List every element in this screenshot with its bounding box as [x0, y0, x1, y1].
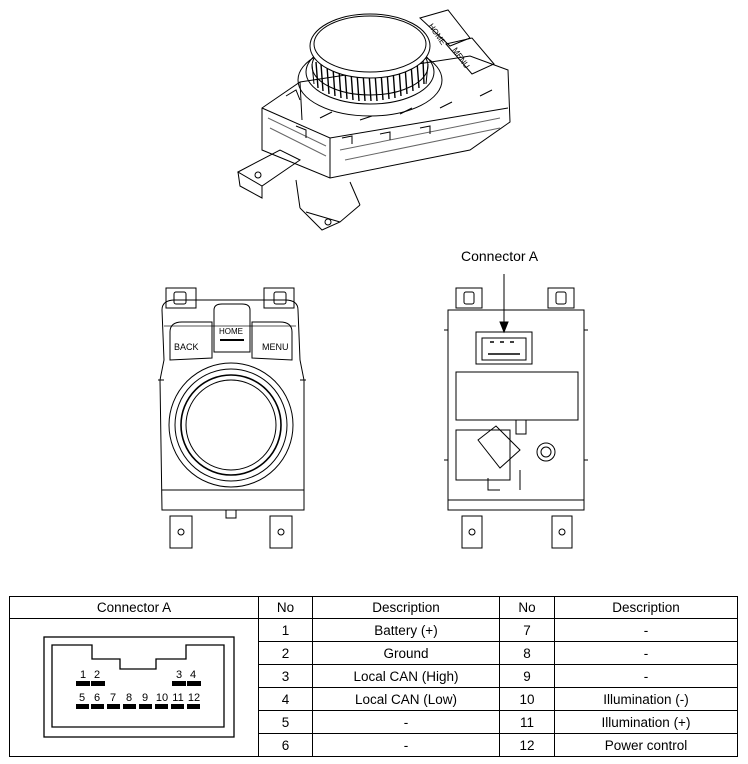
pin-label-4: 4 — [190, 669, 196, 681]
pin-4 — [187, 681, 201, 687]
pin-label-11: 11 — [172, 692, 183, 704]
pin-label-10: 10 — [156, 692, 168, 704]
pin-no-left: 2 — [258, 641, 313, 666]
pin-desc-left: Local CAN (High) — [312, 664, 500, 689]
header-connector: Connector A — [9, 595, 259, 620]
header-description-right: Description — [554, 595, 738, 620]
pin-desc-right: - — [554, 664, 738, 689]
connector-a-diagram-cell: 1 2 3 4 5 6 7 8 9 10 11 12 — [9, 618, 259, 758]
pin-7 — [107, 704, 120, 710]
pin-12 — [187, 704, 200, 710]
pin-desc-right: Power control — [554, 733, 738, 758]
connector-a-diagram: 1 2 3 4 5 6 7 8 9 10 11 12 — [43, 636, 235, 738]
pin-label-9: 9 — [142, 692, 148, 704]
table-row: 5 - 11 Illumination (+) — [10, 710, 738, 735]
table-row: 1 2 3 4 5 6 7 8 9 10 11 12 — [9, 618, 738, 758]
pin-desc-right: Illumination (-) — [554, 687, 738, 712]
pin-label-1: 1 — [80, 669, 86, 681]
pin-desc-right: - — [554, 641, 738, 666]
pin-8 — [123, 704, 136, 710]
pin-no-right: 11 — [499, 710, 555, 735]
pin-no-left: 6 — [258, 733, 313, 758]
pin-label-12: 12 — [188, 692, 200, 704]
connector-pin-table: Connector A No Description No Descriptio… — [9, 595, 738, 758]
pin-label-6: 6 — [94, 692, 100, 704]
header-no-right: No — [499, 595, 555, 620]
front-home-label: HOME — [219, 327, 243, 336]
pin-desc-left: Ground — [312, 641, 500, 666]
unit-drawings: HOME MENU BACK HOME MENU — [158, 9, 588, 549]
pin-no-right: 12 — [499, 733, 555, 758]
pin-6 — [91, 704, 104, 710]
table-row: 3 Local CAN (High) 9 - — [10, 664, 738, 689]
table-header-row: Connector A No Description No Descriptio… — [9, 595, 738, 620]
pin-label-2: 2 — [94, 669, 100, 681]
pin-no-left: 3 — [258, 664, 313, 689]
pin-10 — [155, 704, 168, 710]
pin-desc-right: Illumination (+) — [554, 710, 738, 735]
pin-desc-left: - — [312, 733, 500, 758]
pin-5 — [76, 704, 89, 710]
pin-desc-right: - — [554, 618, 738, 643]
pin-desc-left: - — [312, 710, 500, 735]
table-row: 4 Local CAN (Low) 10 Illumination (-) — [10, 687, 738, 712]
pin-no-right: 8 — [499, 641, 555, 666]
header-no-left: No — [258, 595, 313, 620]
pin-no-left: 1 — [258, 618, 313, 643]
pin-2 — [91, 681, 105, 687]
pin-label-5: 5 — [79, 692, 85, 704]
pin-label-7: 7 — [110, 692, 116, 704]
pin-desc-left: Local CAN (Low) — [312, 687, 500, 712]
pin-no-right: 9 — [499, 664, 555, 689]
pin-no-right: 7 — [499, 618, 555, 643]
front-back-label: BACK — [174, 342, 199, 352]
pin-label-3: 3 — [176, 669, 182, 681]
table-row: 6 - 12 Power control — [10, 733, 738, 758]
pin-1 — [76, 681, 90, 687]
header-description-left: Description — [312, 595, 500, 620]
pin-9 — [139, 704, 152, 710]
pin-no-left: 4 — [258, 687, 313, 712]
pin-label-8: 8 — [126, 692, 132, 704]
pin-no-right: 10 — [499, 687, 555, 712]
front-view: BACK HOME MENU — [158, 287, 306, 549]
table-row: 2 Ground 8 - — [10, 641, 738, 666]
rear-view — [444, 274, 588, 549]
front-menu-label: MENU — [262, 342, 289, 352]
pin-11 — [171, 704, 184, 710]
pin-no-left: 5 — [258, 710, 313, 735]
connector-a-callout: Connector A — [461, 248, 539, 264]
pin-3 — [172, 681, 186, 687]
pin-desc-left: Battery (+) — [312, 618, 500, 643]
isometric-view: HOME MENU — [236, 9, 511, 231]
